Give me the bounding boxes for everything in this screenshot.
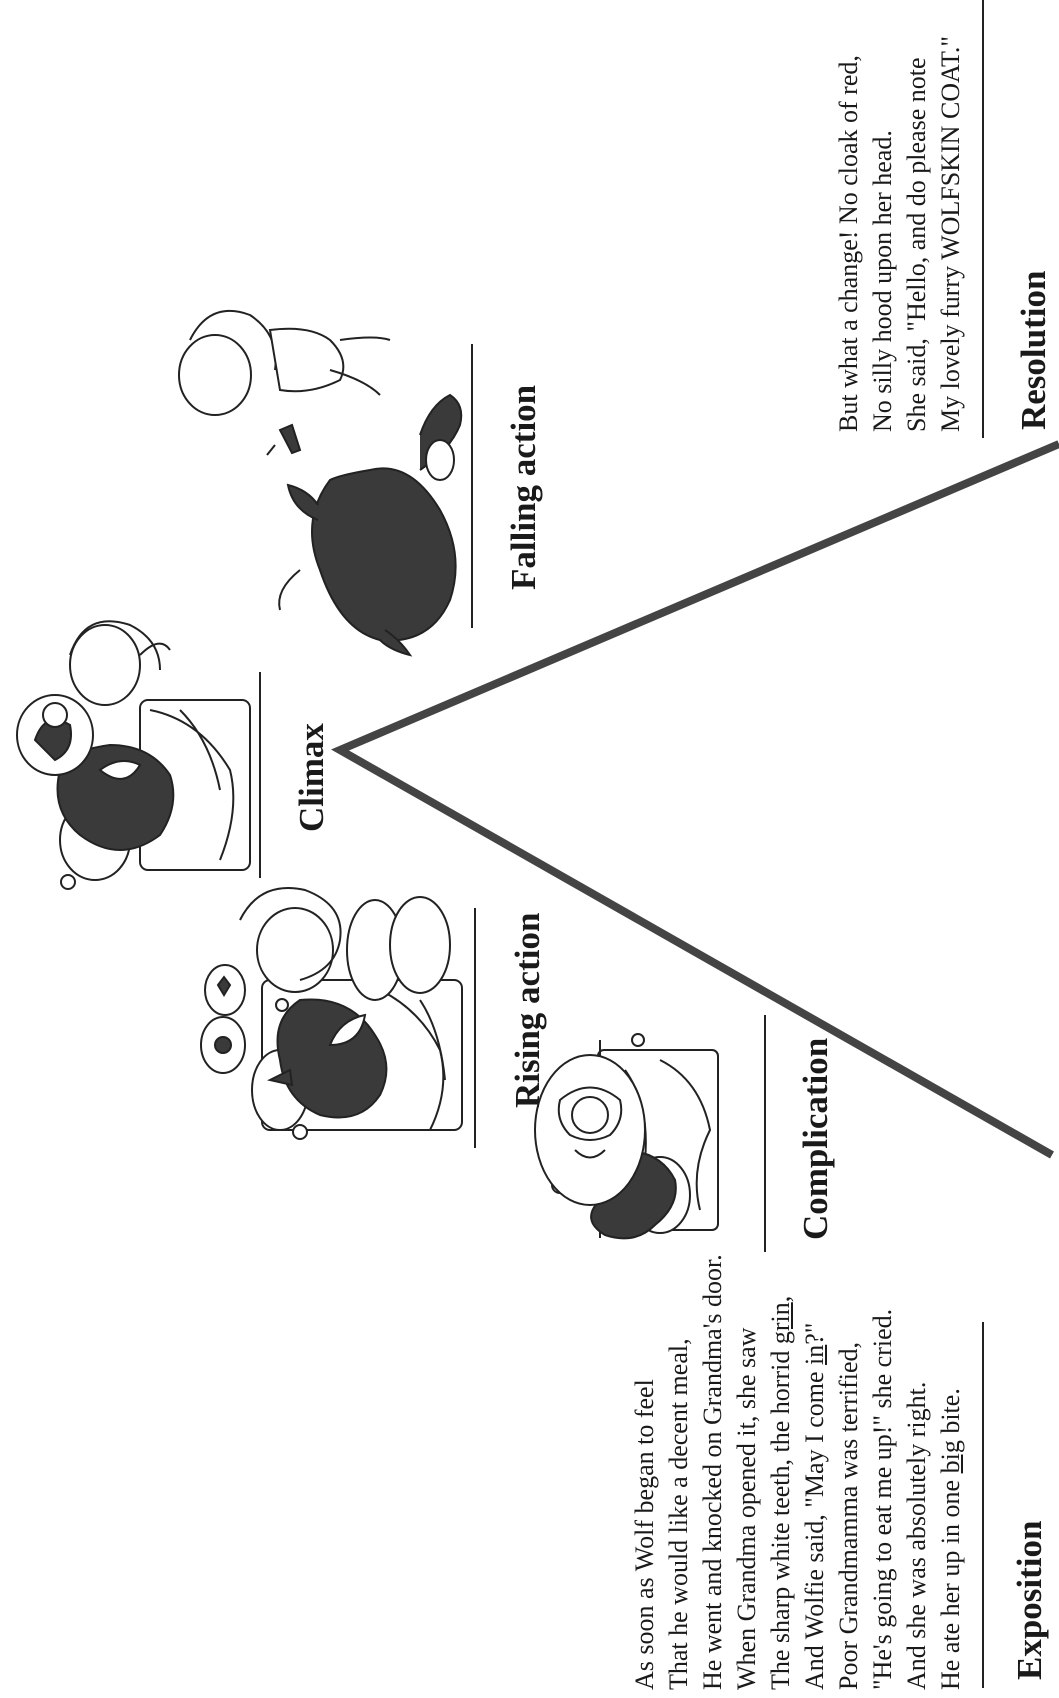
- climax-label: Climax: [292, 723, 331, 832]
- verse-line: My lovely furry WOLFSKIN COAT.": [936, 35, 965, 432]
- verse-underlined-word: in: [800, 1344, 829, 1365]
- verse-line: Poor Grandmamma was terrified,: [834, 1341, 863, 1690]
- resolution-verse: But what a change! No cloak of red, No s…: [832, 36, 968, 432]
- verse-line: That he would like a decent meal,: [664, 1338, 693, 1690]
- verse-line: He went and knocked on Grandma's door.: [698, 1254, 727, 1690]
- rising-action-label: Rising action: [508, 912, 547, 1108]
- verse-text: And Wolfie said, "May I come: [800, 1364, 829, 1690]
- falling-action-label: Falling action: [504, 384, 543, 590]
- complication-label: Complication: [796, 1037, 835, 1240]
- verse-text: He ate her up in one: [936, 1473, 965, 1690]
- plot-arc-line: [331, 440, 1059, 1159]
- verse-line: And Wolfie said, "May I come in?": [798, 1254, 832, 1690]
- verse-underlined-word: big: [936, 1440, 965, 1474]
- verse-underlined-word: grin: [766, 1302, 795, 1345]
- wolf-dreaming-of-grandma-illustration: [534, 1033, 719, 1240]
- wolf-in-bed-girl-at-bedside-illustration: [16, 620, 251, 890]
- verse-line: The sharp white teeth, the horrid grin,: [764, 1254, 798, 1690]
- wolf-in-bed-with-girl-illustration: [200, 887, 463, 1140]
- verse-line: No silly hood upon her head.: [868, 130, 897, 432]
- resolution-label: Resolution: [1014, 270, 1053, 430]
- exposition-label: Exposition: [1010, 1520, 1049, 1681]
- verse-line: But what a change! No cloak of red,: [834, 55, 863, 432]
- verse-line: He ate her up in one big bite.: [934, 1254, 968, 1690]
- verse-text: The sharp white teeth, the horrid: [766, 1344, 795, 1690]
- verse-text: ?": [800, 1322, 829, 1345]
- verse-text: bite.: [936, 1388, 965, 1441]
- verse-line: "He's going to eat me up!" she cried.: [868, 1308, 897, 1690]
- verse-line: When Grandma opened it, she saw: [732, 1327, 761, 1690]
- verse-text: ,: [766, 1295, 795, 1303]
- verse-line: She said, "Hello, and do please note: [902, 57, 931, 432]
- girl-with-pistol-wolf-fleeing-illustration: [178, 310, 463, 657]
- verse-line: As soon as Wolf began to feel: [630, 1379, 659, 1690]
- verse-line: And she was absolutely right.: [902, 1381, 931, 1690]
- exposition-verse: As soon as Wolf began to feel That he wo…: [628, 1254, 968, 1690]
